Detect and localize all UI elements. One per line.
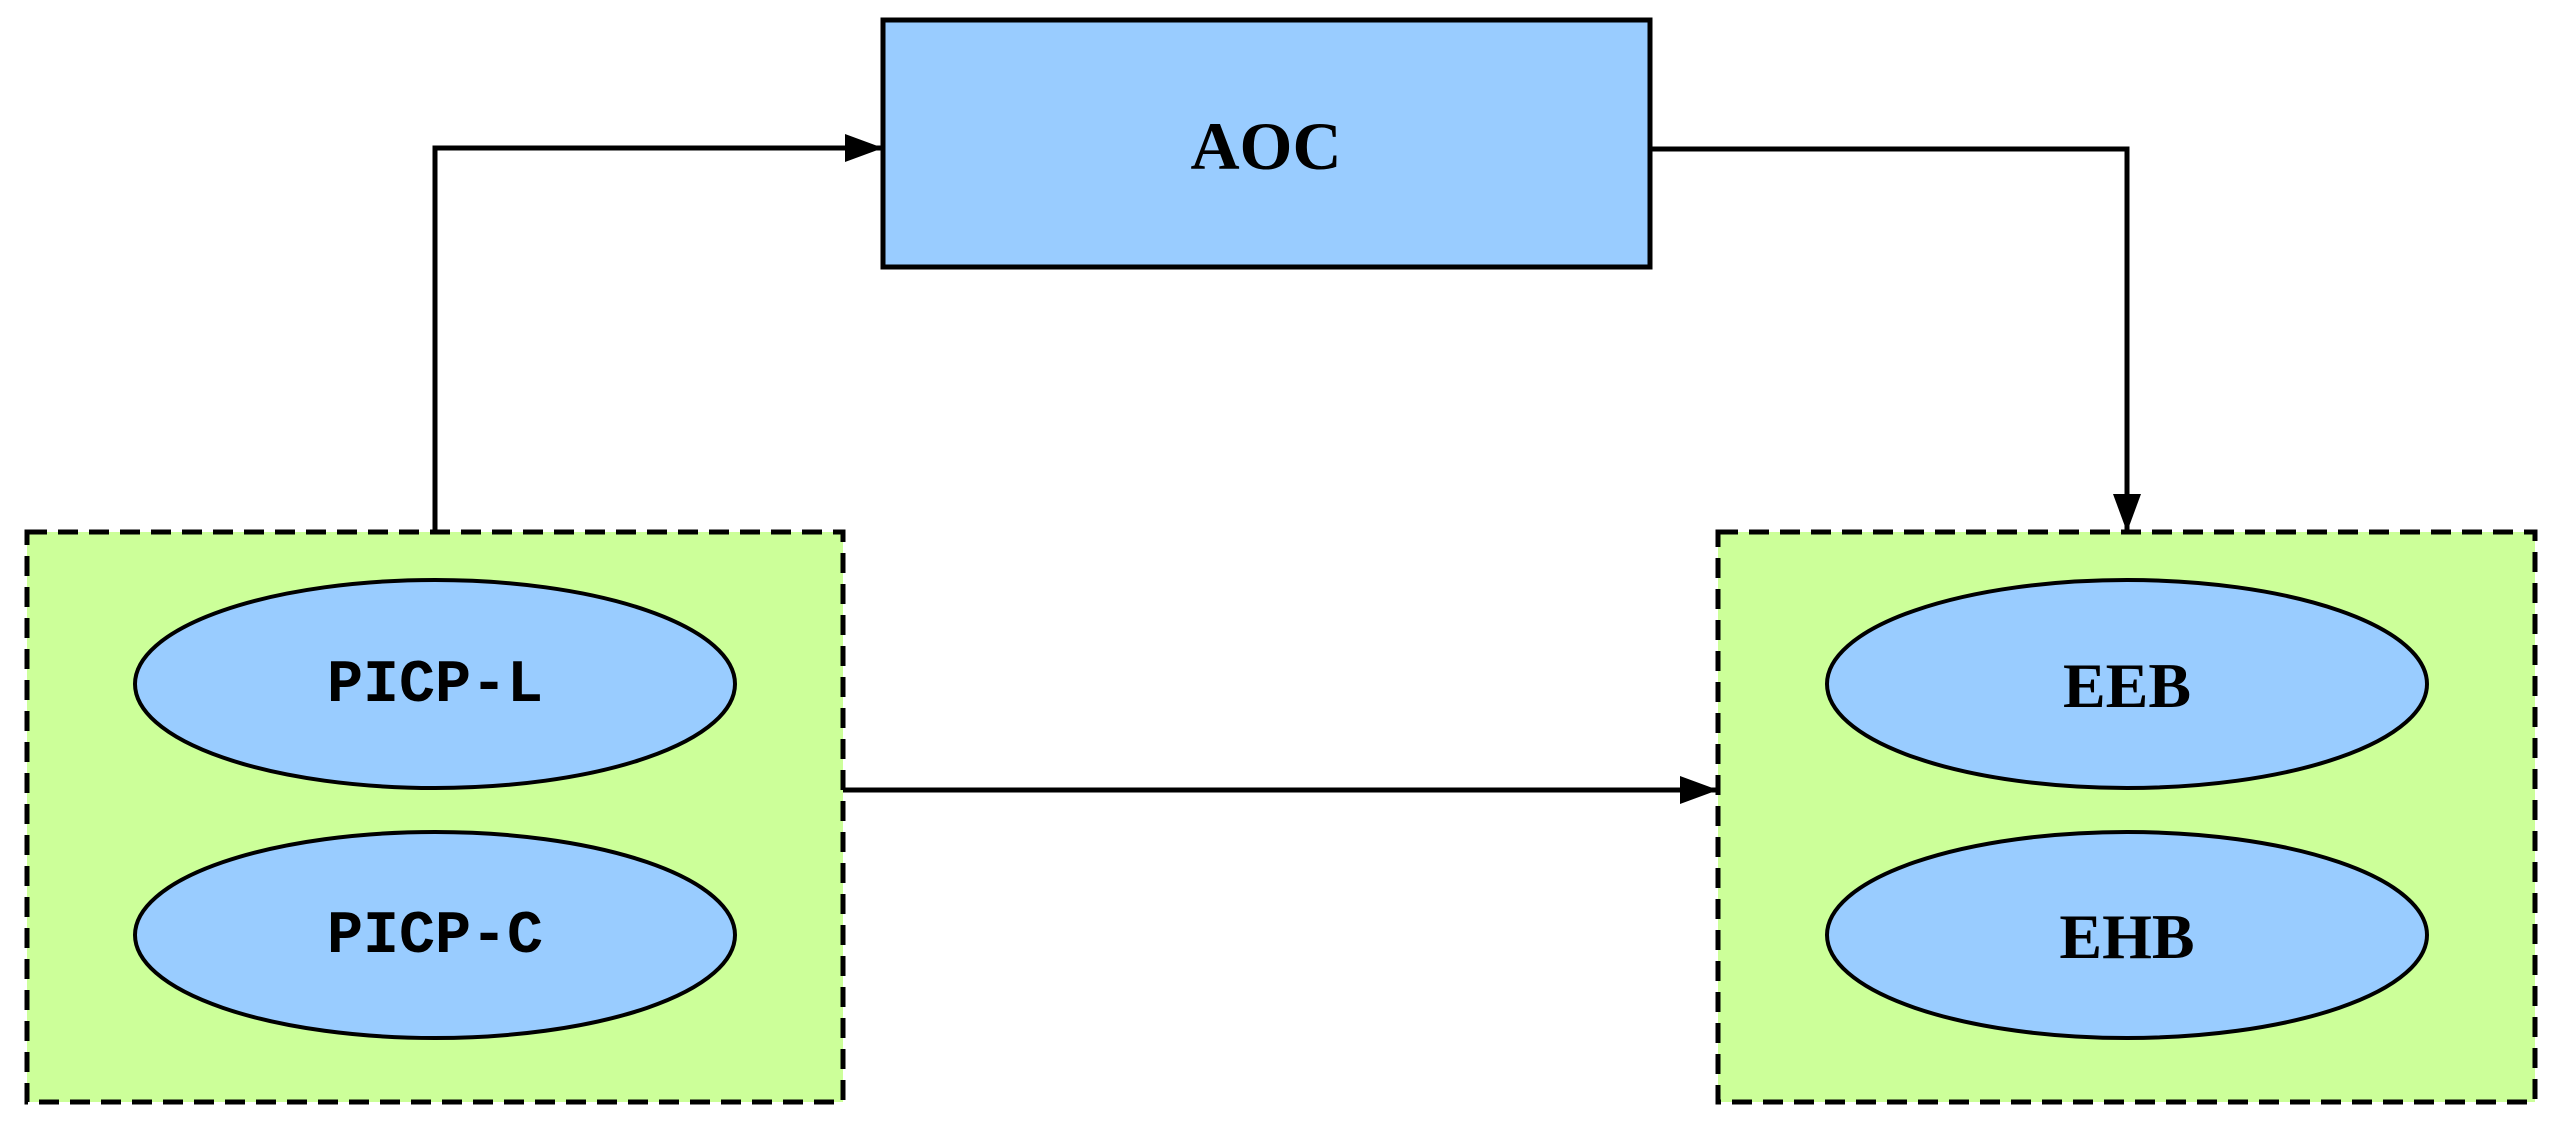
node-picp-l-ellipse	[133, 578, 737, 790]
node-eeb-label: EEB	[2062, 650, 2192, 721]
node-eeb-ellipse	[1825, 578, 2429, 790]
node-picp-l-label: PICP-L	[326, 652, 544, 720]
node-picp-c-label: PICP-C	[326, 903, 544, 971]
edge-leftgroup-to-aoc	[432, 134, 883, 532]
node-ehb-ellipse	[1825, 830, 2429, 1040]
node-picp-c-ellipse	[133, 830, 737, 1040]
edge-aoc-to-rightgroup	[1650, 146, 2141, 532]
node-aoc-label: AOC	[1190, 108, 1342, 184]
node-ehb-label: EHB	[2059, 901, 2195, 972]
node-aoc-box	[880, 17, 1653, 270]
